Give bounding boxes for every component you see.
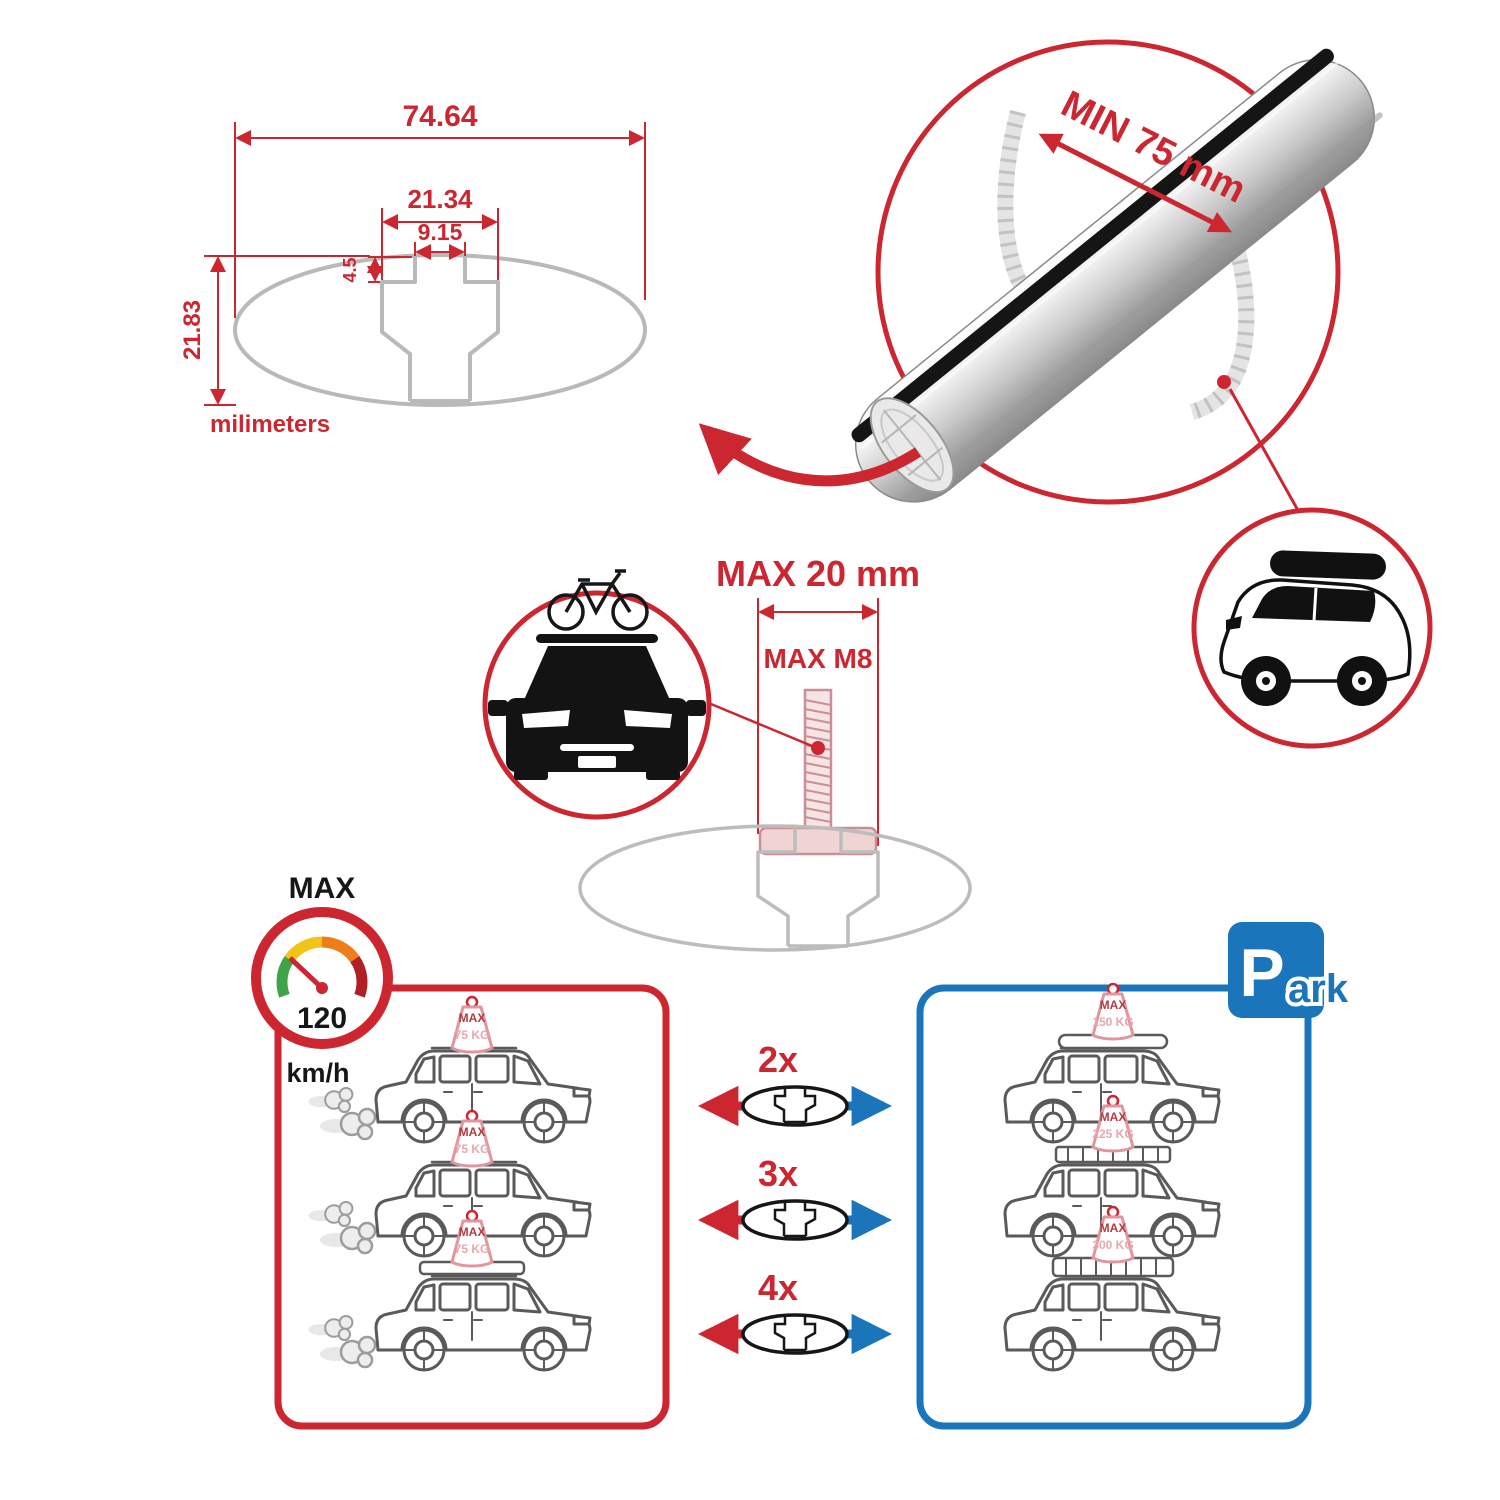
dim-total-width-label: 74.64	[402, 100, 477, 133]
bar-count-label: 2x	[758, 1039, 798, 1080]
load-sign: MAX 75 KG	[450, 995, 494, 1054]
bar-count-label: 4x	[758, 1267, 798, 1308]
sign-value: 150 KG	[1092, 1015, 1133, 1029]
parked-car-row-1: MAX 150 KG	[1005, 982, 1219, 1142]
clamp-anchor-dot	[1217, 375, 1231, 389]
bar-count-row-2: 3x	[697, 1153, 893, 1241]
dim-opening-depth	[367, 256, 412, 283]
profile-t-slot	[380, 257, 500, 403]
driving-car-row-2: MAX 75 KG	[307, 1109, 590, 1256]
magnifier-arrow	[698, 423, 921, 487]
sign-top: MAX	[459, 1125, 486, 1139]
sign-value: 225 KG	[1092, 1127, 1133, 1141]
dim-opening-depth-label: 4.5	[340, 257, 360, 282]
sign-value: 75 KG	[455, 1142, 490, 1156]
max-thread-label: MAX M8	[764, 643, 873, 674]
bar-count-row-1: 2x	[697, 1039, 893, 1127]
dim-total-height	[204, 255, 370, 406]
speedometer-ring	[251, 907, 393, 1049]
load-sign: MAX 225 KG	[1091, 1094, 1135, 1153]
roof-box	[1270, 550, 1386, 580]
driving-car-row-1: MAX 75 KG	[307, 995, 590, 1142]
suv-with-roofbox-illustration	[1219, 550, 1412, 706]
bar-count-row-3: 4x	[697, 1267, 893, 1355]
speed-max-label: MAX	[289, 872, 356, 905]
load-sign: MAX 150 KG	[1091, 982, 1135, 1041]
bar-detail-circle: MIN 75 mm	[698, 39, 1383, 515]
sign-top: MAX	[459, 1225, 486, 1239]
car-front-illustration	[488, 634, 706, 780]
sign-top: MAX	[459, 1011, 486, 1025]
bar-count-label: 3x	[758, 1153, 798, 1194]
dim-slot-opening-label: 9.15	[418, 219, 463, 245]
sign-top: MAX	[1100, 998, 1127, 1012]
sign-value: 75 KG	[455, 1242, 490, 1256]
speed-units: km/h	[286, 1058, 349, 1088]
crossbar-profile-diagram: 74.64 21.34 9.15 4.5 21.83 milimeters	[179, 100, 647, 438]
speed-value: 120	[297, 1002, 347, 1035]
parked-car-row-2: MAX 225 KG	[1005, 1094, 1219, 1256]
connector-to-suv	[1228, 388, 1302, 515]
dim-slot-outer-label: 21.34	[407, 184, 473, 214]
load-sign: MAX 300 KG	[1091, 1205, 1135, 1264]
units-label: milimeters	[210, 411, 330, 438]
speedometer-gauge	[276, 936, 368, 998]
profile-ghost	[578, 824, 972, 952]
speedometer-needle	[288, 956, 324, 990]
park-sign-square	[1228, 922, 1324, 1018]
park-suffix: ark	[1288, 967, 1349, 1011]
driving-car-row-3: MAX 75 KG	[307, 1209, 590, 1370]
dim-slot-opening	[414, 242, 466, 260]
suv-circle	[1191, 507, 1433, 749]
bicycle-icon	[547, 569, 649, 631]
profile-ellipse	[233, 253, 647, 407]
max-head-width-label: MAX 20 mm	[716, 553, 920, 594]
headlight-left	[522, 710, 570, 728]
load-sign: MAX 75 KG	[450, 1209, 494, 1268]
parked-car-row-3: MAX 300 KG	[1005, 1205, 1219, 1370]
speed-limit-badge: MAX 120 km/h	[251, 872, 393, 1088]
park-letter: P	[1239, 935, 1284, 1011]
connector-to-car-front	[710, 702, 813, 748]
t-bolt	[758, 688, 878, 856]
dim-total-width	[234, 122, 646, 318]
roof-crossbar	[536, 634, 658, 643]
load-sign: MAX 75 KG	[450, 1109, 494, 1168]
car-front-circle	[482, 569, 712, 820]
sign-top: MAX	[1100, 1221, 1127, 1235]
bolt-anchor-dot	[811, 741, 825, 755]
park-sign: P ark	[1228, 922, 1353, 1018]
dim-bolt-width	[757, 598, 879, 846]
sign-value: 75 KG	[455, 1028, 490, 1042]
sign-value: 300 KG	[1092, 1238, 1133, 1252]
dim-total-height-label: 21.83	[179, 300, 206, 360]
bolt-diagram: MAX 20 mm MAX M8	[578, 553, 972, 952]
headlight-right	[624, 710, 672, 728]
sign-top: MAX	[1100, 1110, 1127, 1124]
